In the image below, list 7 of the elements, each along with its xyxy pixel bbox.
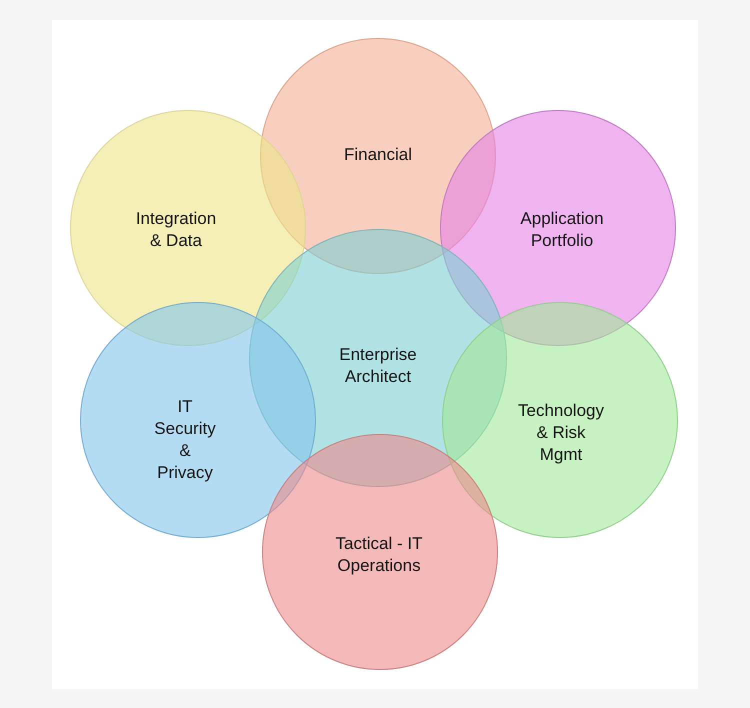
circle-label: IT Security & Privacy [153, 396, 217, 484]
circle-label: Integration & Data [134, 208, 218, 252]
circle-label: Technology & Risk Mgmt [516, 400, 605, 466]
circle-label: Tactical - IT Operations [334, 533, 424, 577]
circle-label: Application Portfolio [519, 208, 605, 252]
circle-label: Financial [344, 144, 412, 166]
circle-label: Enterprise Architect [338, 344, 418, 388]
